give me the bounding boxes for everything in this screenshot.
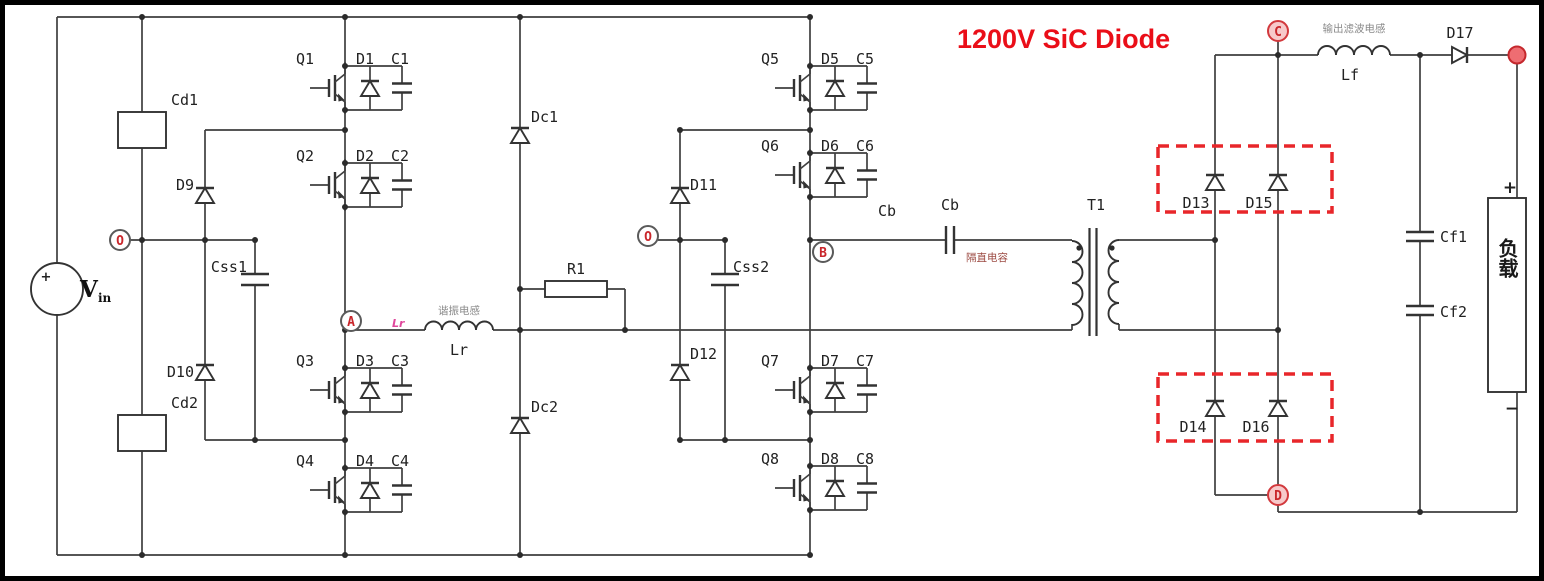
d5-label: D5 [821, 50, 839, 68]
cb-wire-label: Cb [878, 202, 896, 220]
vin-label: V [79, 276, 99, 303]
css2-label: Css2 [733, 258, 769, 276]
q1-label: Q1 [296, 50, 314, 68]
resonant-inductor-cn-label: 谐振电感 [438, 304, 480, 317]
q5-label: Q5 [761, 50, 779, 68]
vin-label-sub: in [98, 291, 112, 305]
d15-label: D15 [1245, 194, 1272, 212]
d13-label: D13 [1182, 194, 1209, 212]
css1-label: Css1 [211, 258, 247, 276]
d2-label: D2 [356, 147, 374, 165]
resistor-r1: R1 [544, 260, 608, 298]
d1-label: D1 [356, 50, 374, 68]
d14-label: D14 [1179, 418, 1206, 436]
load-plus-terminal: + [1503, 178, 1517, 198]
sic-diode-highlight-box-top [1156, 144, 1334, 214]
q8-label: Q8 [761, 450, 779, 468]
d12-label: D12 [690, 345, 717, 363]
transformer-t1: T1 [1071, 196, 1120, 336]
cf2-label: Cf2 [1440, 303, 1467, 321]
c4-label: C4 [391, 452, 409, 470]
d6-label: D6 [821, 137, 839, 155]
q7-label: Q7 [761, 352, 779, 370]
q6-label: Q6 [761, 137, 779, 155]
lr-label: Lr [450, 341, 468, 359]
d17-label: D17 [1446, 24, 1473, 42]
capacitor-cb: Cb Cb 隔直电容 [878, 196, 1008, 264]
output-filter-inductor-cn-label: 输出滤波电感 [1323, 22, 1386, 35]
load-cn-label: 负载 [1495, 237, 1519, 279]
node-o-left-label: O [116, 234, 124, 249]
d3-label: D3 [356, 352, 374, 370]
cd1-label: Cd1 [171, 91, 198, 109]
dc2-label: Dc2 [531, 398, 558, 416]
node-d-label: D [1274, 489, 1282, 504]
capacitor-cf2: Cf2 [1406, 303, 1467, 321]
node-c-circle [1267, 20, 1289, 42]
cf1-label: Cf1 [1440, 228, 1467, 246]
circuit-wiring [56, 16, 1518, 556]
d7-label: D7 [821, 352, 839, 370]
d16-label: D16 [1242, 418, 1269, 436]
node-a-circle [340, 310, 362, 332]
node-b-circle [812, 241, 834, 263]
node-d-circle [1267, 484, 1289, 506]
node-markers: O A O B C D [109, 20, 1527, 506]
inductor-lf: 输出滤波电感 Lf [1317, 22, 1391, 84]
d9-label: D9 [176, 176, 194, 194]
cd2-label: Cd2 [171, 394, 198, 412]
capacitor-cd2: Cd2 [117, 394, 198, 452]
capacitor-css2: Css2 [711, 258, 769, 287]
d8-label: D8 [821, 450, 839, 468]
q4-label: Q4 [296, 452, 314, 470]
inductor-lr: 谐振电感 Lr Lr [392, 304, 494, 359]
sic-diode-highlight-box-bottom [1156, 372, 1334, 443]
node-o-left-circle [109, 229, 131, 251]
sic-diode-annotation: 1200V SiC Diode [957, 24, 1170, 54]
output-node-circle [1507, 45, 1527, 65]
d10-label: D10 [167, 363, 194, 381]
vin-polarity-plus: + [41, 270, 52, 285]
node-o-mid-label: O [644, 230, 652, 245]
voltage-source-vin: + V in [30, 262, 112, 316]
c3-label: C3 [391, 352, 409, 370]
t1-label: T1 [1087, 196, 1105, 214]
q3-label: Q3 [296, 352, 314, 370]
capacitor-cd1: Cd1 [117, 91, 198, 149]
node-a-label: A [347, 315, 355, 330]
dc1-label: Dc1 [531, 108, 558, 126]
capacitor-cf1: Cf1 [1406, 228, 1467, 246]
c2-label: C2 [391, 147, 409, 165]
load-minus-terminal: − [1505, 399, 1519, 419]
c8-label: C8 [856, 450, 874, 468]
node-o-mid-circle [637, 225, 659, 247]
node-b-label: B [819, 246, 827, 261]
lr-inline-label: Lr [392, 317, 405, 330]
lf-label: Lf [1341, 66, 1359, 84]
capacitor-css1: Css1 [211, 258, 269, 287]
d4-label: D4 [356, 452, 374, 470]
load-block: 负载 + − [1487, 178, 1527, 419]
c6-label: C6 [856, 137, 874, 155]
cb-cap-label: Cb [941, 196, 959, 214]
c7-label: C7 [856, 352, 874, 370]
d11-label: D11 [690, 176, 717, 194]
c5-label: C5 [856, 50, 874, 68]
q2-label: Q2 [296, 147, 314, 165]
dc-blocking-cap-cn-label: 隔直电容 [966, 251, 1008, 264]
r1-label: R1 [567, 260, 585, 278]
node-c-label: C [1274, 25, 1282, 40]
c1-label: C1 [391, 50, 409, 68]
